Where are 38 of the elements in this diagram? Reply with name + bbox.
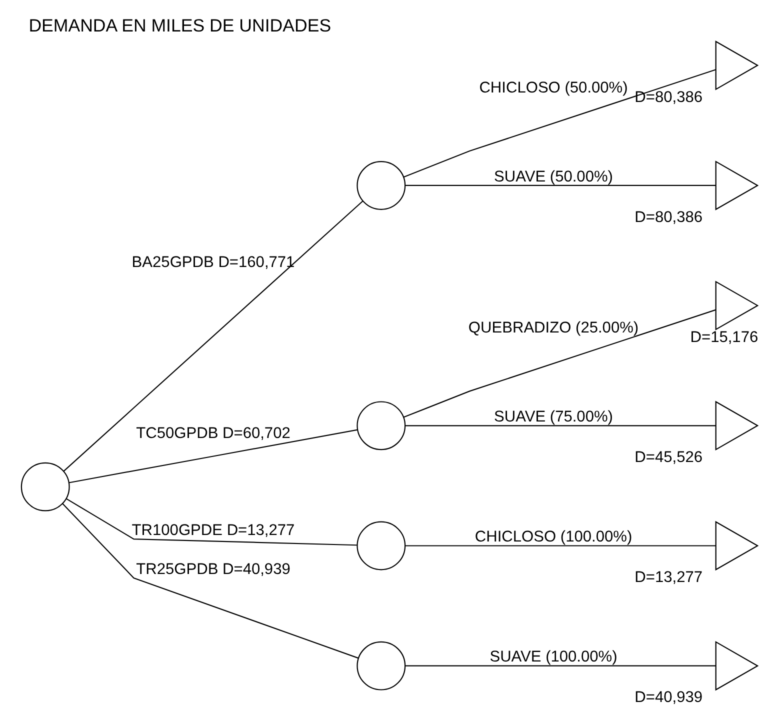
node-circle [356,641,406,690]
connector [62,503,358,659]
node-triangle [714,280,758,330]
node-circle [356,161,406,210]
node-circle [20,462,70,512]
connector [405,425,716,426]
connector [403,309,716,418]
edge-label: SUAVE (75.00%) [494,408,612,426]
node-label: D=15,176 [690,328,758,346]
edge-label: CHICLOSO (50.00%) [478,79,628,96]
node-circle [356,521,406,570]
node-triangle [714,520,758,571]
edge-label: TR100GPDE D=13,277 [131,522,294,539]
node-label: D=80,386 [634,208,702,226]
node-triangle [714,40,758,90]
edge-label: QUEBRADIZO (25.00%) [468,319,638,336]
connector [65,498,356,546]
node-triangle [714,400,758,451]
diagram-title: DEMANDA EN MILES DE UNIDADES [28,15,331,36]
node-label: D=40,939 [634,689,702,706]
connector [62,200,363,472]
node-triangle [714,160,758,210]
connector [405,545,716,546]
connector [403,69,716,178]
node-circle [356,401,406,450]
connector [405,665,716,666]
node-label: D=45,526 [634,449,702,466]
edge-label: TC50GPDB D=60,702 [136,425,290,442]
connector [405,184,716,186]
edge-label: SUAVE (50.00%) [494,168,612,186]
edge-label: BA25GPDB D=160,771 [131,254,294,271]
edge-label: TR25GPDB D=40,939 [136,560,290,578]
connector [68,429,357,484]
node-label: D=80,386 [634,88,702,106]
edge-label: SUAVE (100.00%) [489,648,617,666]
node-label: D=13,277 [634,569,702,586]
node-triangle [714,640,758,691]
edge-label: CHICLOSO (100.00%) [474,528,632,546]
